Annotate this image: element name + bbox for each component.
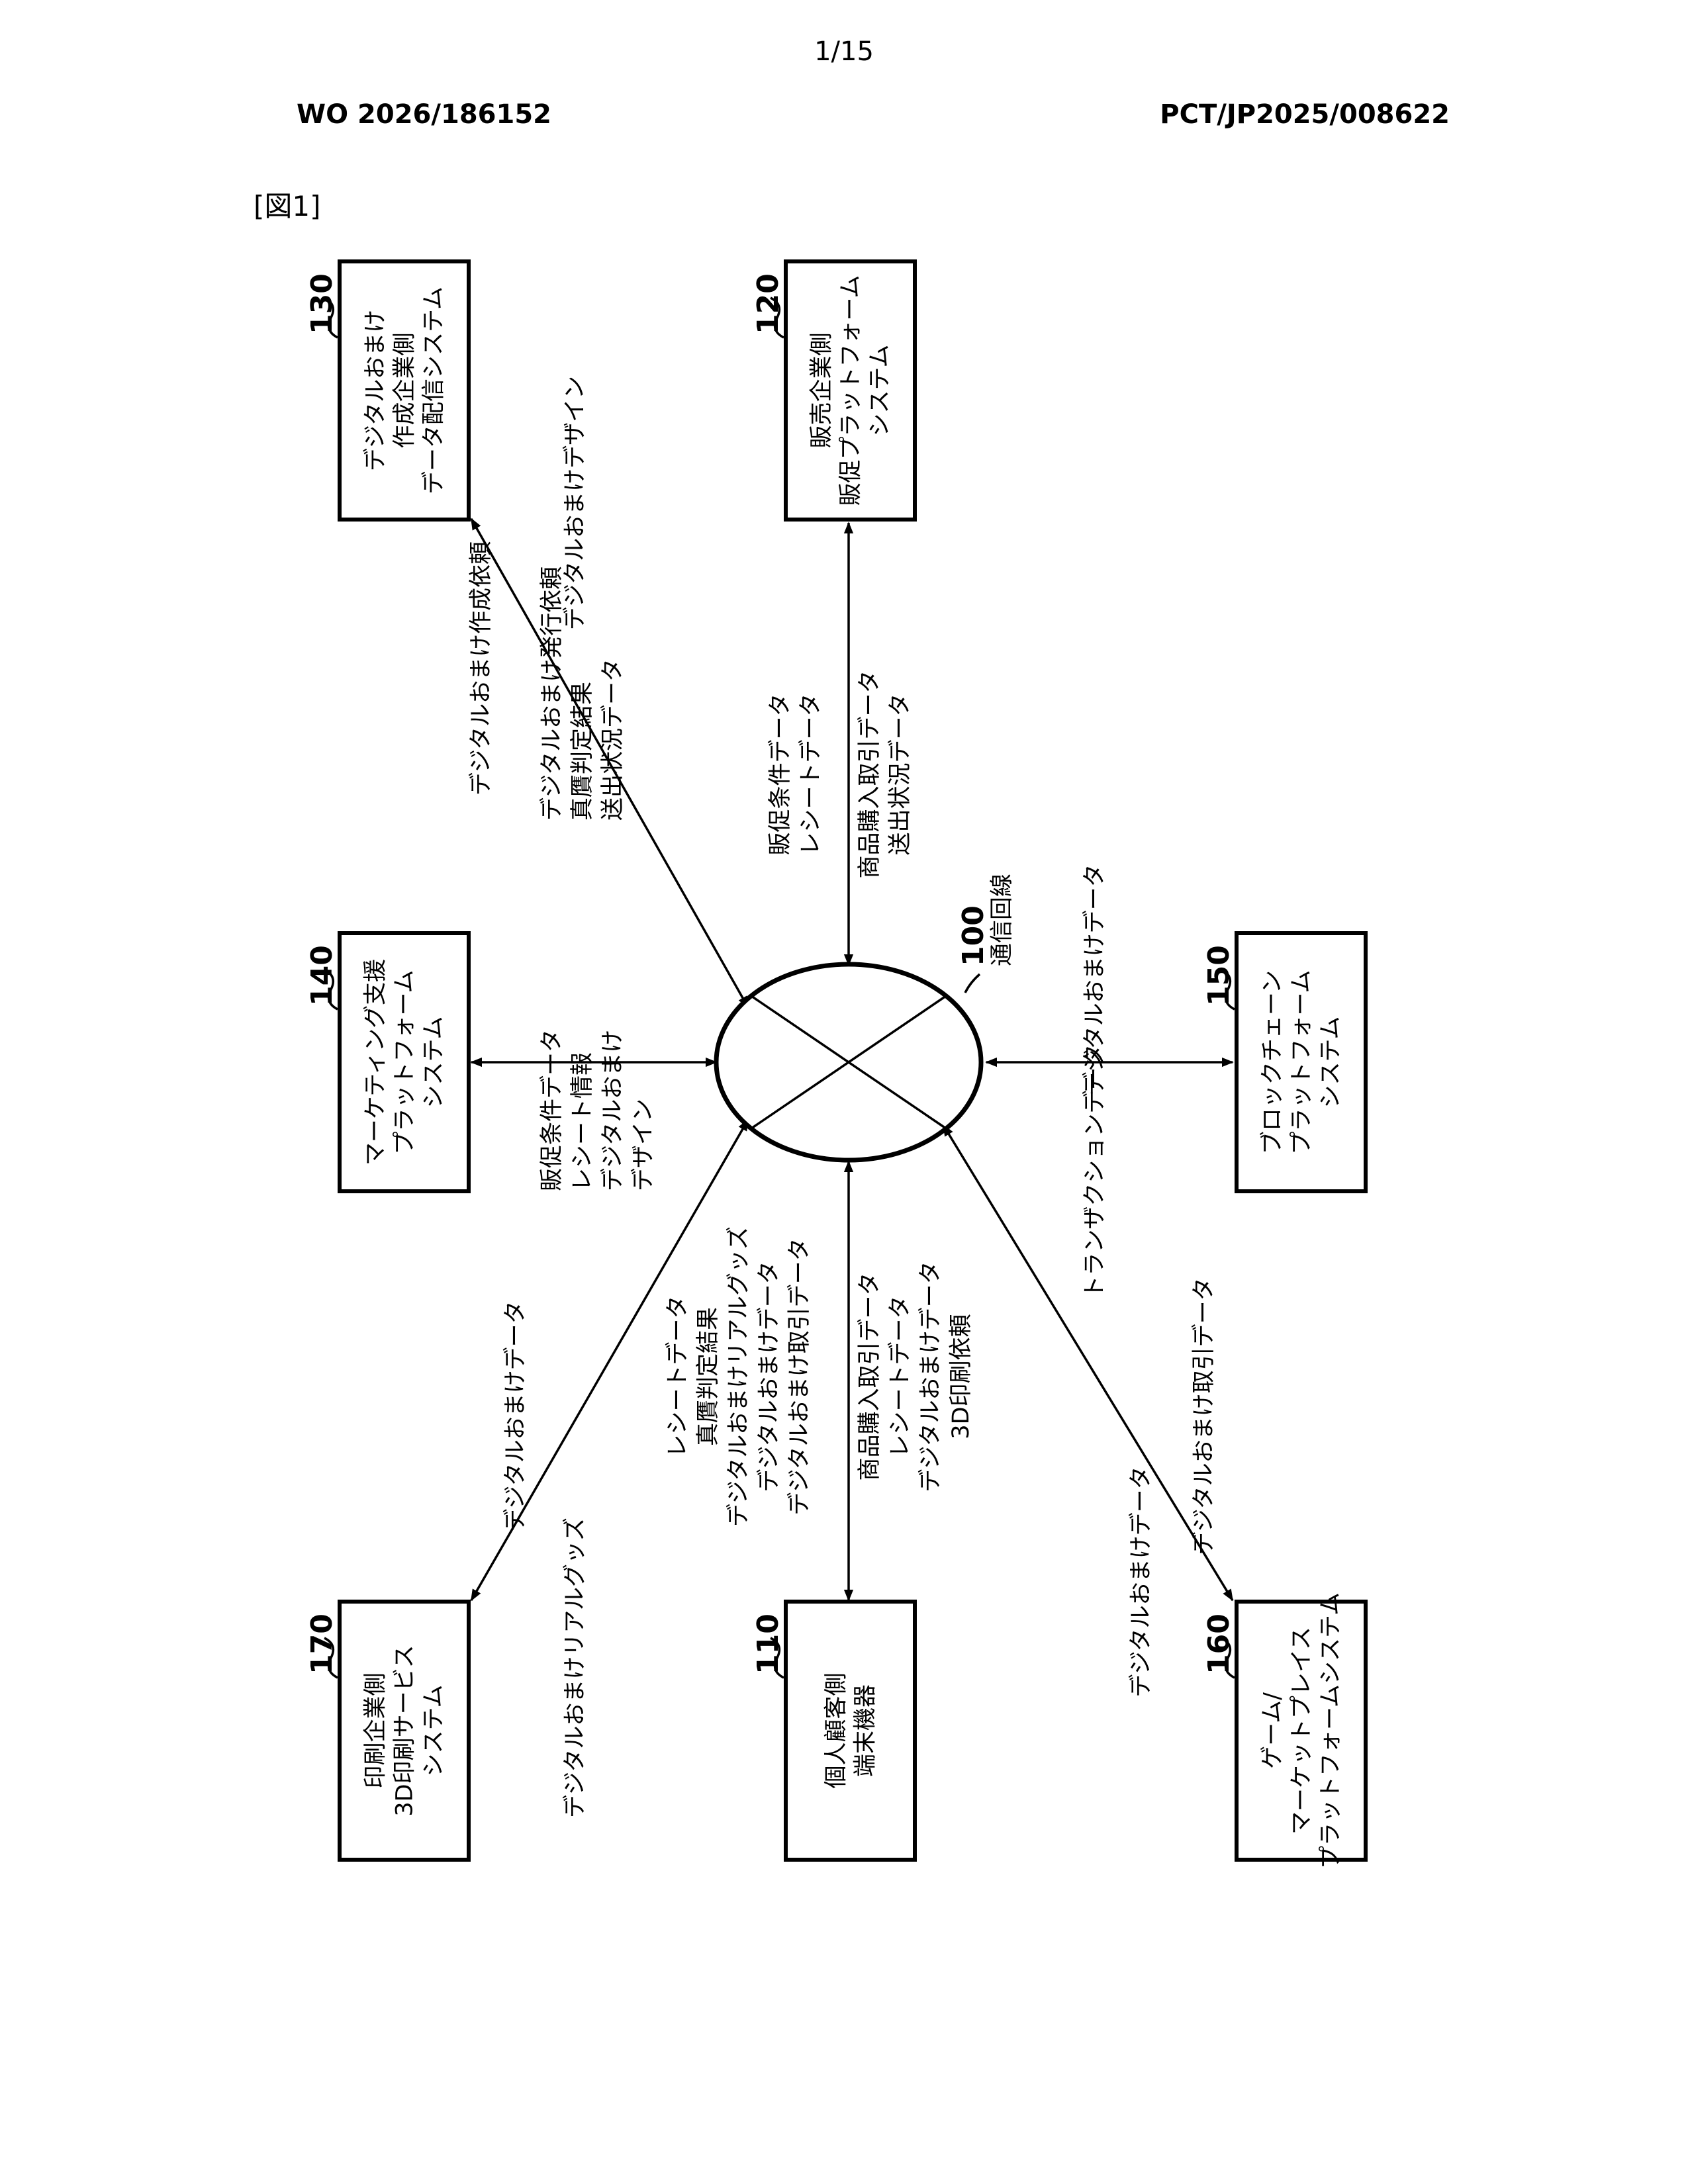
node-110-line-1: 端末機器 (853, 1684, 879, 1777)
flow-label-f130_a-0: デジタルおまけ作成依頼 (468, 541, 494, 796)
flow-label-f110_b-0: 商品購入取引データ (857, 1272, 883, 1480)
node-130-ref: 130 (305, 273, 339, 334)
flow-label-f110_b-3: 3D印刷依頼 (948, 1314, 974, 1439)
node-170-ref: 170 (305, 1614, 339, 1674)
flow-label-f110_a-4: デジタルおまけ取引データ (786, 1238, 813, 1515)
node-110-line-0: 個人顧客側 (823, 1672, 850, 1788)
flow-label-f140_b-2: 送出状況データ (600, 659, 626, 821)
node-120-line-1: 販促プラットフォーム (838, 275, 865, 506)
flow-label-f170_b-0: デジタルおまけリアルグッズ (562, 1518, 588, 1818)
flow-label-f120_a-0: 販促条件データ (767, 693, 794, 855)
node-170-line-1: 3D印刷サービス (392, 1645, 418, 1816)
flow-label-f140_a-1: レシート情報 (569, 1052, 596, 1191)
network-ref: 100 (957, 905, 990, 966)
flow-label-f160_b-0: デジタルおまけ取引データ (1191, 1277, 1217, 1555)
flow-label-f110_b-2: デジタルおまけデータ (917, 1261, 944, 1492)
node-150-line-2: システム (1318, 1017, 1344, 1109)
flow-label-f120_b-0: 商品購入取引データ (857, 670, 883, 878)
node-120-ref: 120 (751, 273, 785, 334)
box-110 (786, 1602, 915, 1860)
flow-label-f130_b-0: デジタルおまけデザイン (562, 376, 588, 630)
flow-label-f140_a-3: デザイン (630, 1099, 657, 1191)
node-160-line-2: プラットフォームシステム (1318, 1592, 1344, 1869)
node-160-ref: 160 (1202, 1614, 1236, 1674)
flow-label-f110_a-3: デジタルおまけデータ (756, 1261, 782, 1492)
flow-label-f120_a-1: レシートデータ (798, 693, 824, 855)
node-130-line-0: デジタルおまけ (363, 310, 389, 471)
flow-label-f160_a-0: デジタルおまけデータ (1128, 1466, 1154, 1697)
flow-label-f140_b-1: 真贋判定結果 (569, 682, 596, 821)
node-140-line-0: マーケティング支援 (363, 959, 389, 1165)
flow-label-f120_b-1: 送出状況データ (887, 693, 914, 855)
node-140-ref: 140 (305, 945, 339, 1006)
flow-label-f140_a-0: 販促条件データ (539, 1029, 565, 1191)
flow-label-f110_b-1: レシートデータ (887, 1295, 914, 1457)
node-160-line-0: ゲーム/ (1260, 1692, 1286, 1769)
node-150-line-1: プラットフォーム (1289, 970, 1315, 1155)
node-140-line-2: システム (421, 1017, 447, 1109)
node-120-line-0: 販売企業側 (809, 332, 835, 448)
node-130-line-2: データ配信システム (421, 287, 447, 494)
node-150-line-0: ブロックチェーン (1260, 970, 1286, 1154)
node-120-line-2: システム (867, 345, 894, 437)
flow-label-f140_b-0: デジタルおまけ発行依頼 (539, 567, 565, 821)
node-140-line-1: プラットフォーム (392, 970, 418, 1155)
network-label: 通信回線 (989, 874, 1015, 966)
node-170-line-0: 印刷企業側 (363, 1672, 389, 1788)
node-170-line-2: システム (421, 1685, 447, 1777)
node-110-ref: 110 (751, 1614, 785, 1674)
flow-label-f150_b-0: デジタルおまけデータ (1082, 864, 1108, 1095)
network-node: 100 通信回線 (716, 874, 1015, 1160)
flow-label-f110_a-0: レシートデータ (665, 1295, 691, 1457)
flow-label-f110_a-2: デジタルおまけリアルグッズ (726, 1226, 752, 1527)
flow-label-f170_a-0: デジタルおまけデータ (502, 1300, 529, 1531)
node-130-line-1: 作成企業側 (392, 332, 418, 448)
node-160-line-1: マーケットプレイス (1289, 1627, 1315, 1835)
node-150-ref: 150 (1202, 945, 1236, 1006)
flow-label-f110_a-1: 真贋判定結果 (695, 1307, 722, 1446)
flow-label-f140_a-2: デジタルおまけ (600, 1030, 626, 1191)
